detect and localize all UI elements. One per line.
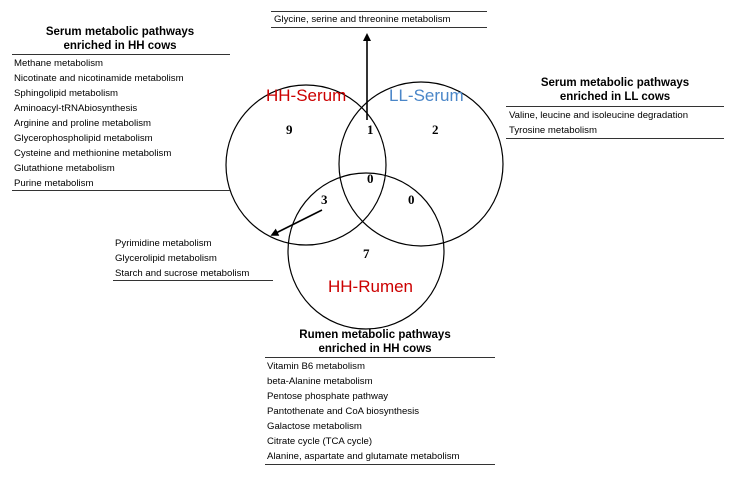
rumen-hh-item: Vitamin B6 metabolism [267,361,365,372]
serum-hh-item: Sphingolipid metabolism [14,88,118,99]
top-group-rule-bottom [271,27,487,28]
serum-ll-item: Valine, leucine and isoleucine degradati… [509,110,689,121]
serum-ll-title-line1: Serum metabolic pathways [540,77,690,89]
count-ll-serum-rumen: 0 [408,192,415,207]
circle-hh-rumen [287,172,445,330]
serum-hh-title-line2: enriched in HH cows [63,40,177,52]
count-hh-ll-serum: 1 [367,122,374,137]
serum-hh-title-rule [12,54,230,55]
rumen-hh-title: Rumen metabolic pathways enriched in HH … [280,328,470,356]
count-hh-rumen-only: 7 [363,246,370,261]
rumen-hh-item: Galactose metabolism [267,421,362,432]
top-group-rule [271,11,487,12]
rumen-hh-item: Alanine, aspartate and glutamate metabol… [267,451,460,462]
serum-hh-item: Arginine and proline metabolism [14,118,152,129]
rumen-hh-list: Vitamin B6 metabolism beta-Alanine metab… [267,359,460,464]
serum-hh-bottom-rule [12,190,230,191]
serum-hh-item: Purine metabolism [14,178,94,189]
count-hh-serum-rumen: 3 [321,192,328,207]
serum-hh-title-line1: Serum metabolic pathways [45,26,195,38]
circle-ll-serum [338,81,504,247]
serum-hh-item: Nicotinate and nicotinamide metabolism [14,73,184,84]
top-group-item: Glycine, serine and threonine metabolism [274,14,451,25]
overlap-group-item: Glycerolipid metabolism [115,253,217,264]
serum-hh-item: Glycerophospholipid metabolism [14,133,153,144]
serum-hh-list: Methane metabolism Nicotinate and nicoti… [14,56,184,191]
serum-ll-title-rule [506,106,724,107]
serum-hh-item: Aminoacyl-tRNAbiosynthesis [14,103,138,114]
rumen-hh-item: Pentose phosphate pathway [267,391,389,402]
serum-ll-bottom-rule [506,138,724,139]
overlap-group-list: Pyrimidine metabolism Glycerolipid metab… [115,236,249,281]
rumen-hh-title-line2: enriched in HH cows [318,343,432,355]
count-ll-serum-only: 2 [432,122,439,137]
overlap-group-item: Pyrimidine metabolism [115,238,212,249]
serum-hh-item: Glutathione metabolism [14,163,115,174]
label-ll-serum: LL-Serum [389,86,464,105]
serum-hh-title: Serum metabolic pathways enriched in HH … [20,25,220,53]
count-all-three: 0 [367,171,374,186]
label-hh-rumen: HH-Rumen [328,277,413,296]
serum-ll-title: Serum metabolic pathways enriched in LL … [510,76,720,104]
count-hh-serum-only: 9 [286,122,293,137]
rumen-hh-title-line1: Rumen metabolic pathways [299,329,451,341]
label-hh-serum: HH-Serum [266,86,346,105]
serum-ll-title-line2: enriched in LL cows [559,91,671,103]
serum-ll-list: Valine, leucine and isoleucine degradati… [509,108,688,138]
top-group-list: Glycine, serine and threonine metabolism [274,12,451,27]
arrow-to-overlap-group [270,209,323,236]
rumen-hh-item: Citrate cycle (TCA cycle) [267,436,373,447]
overlap-group-item: Starch and sucrose metabolism [115,268,250,279]
serum-hh-item: Methane metabolism [14,58,104,69]
circle-hh-serum [225,84,387,246]
overlap-group-bottom-rule [113,280,273,281]
rumen-hh-bottom-rule [265,464,495,465]
rumen-hh-item: Pantothenate and CoA biosynthesis [267,406,420,417]
rumen-hh-title-rule [265,357,495,358]
rumen-hh-item: beta-Alanine metabolism [267,376,373,387]
serum-hh-item: Cysteine and methionine metabolism [14,148,172,159]
serum-ll-item: Tyrosine metabolism [509,125,597,136]
